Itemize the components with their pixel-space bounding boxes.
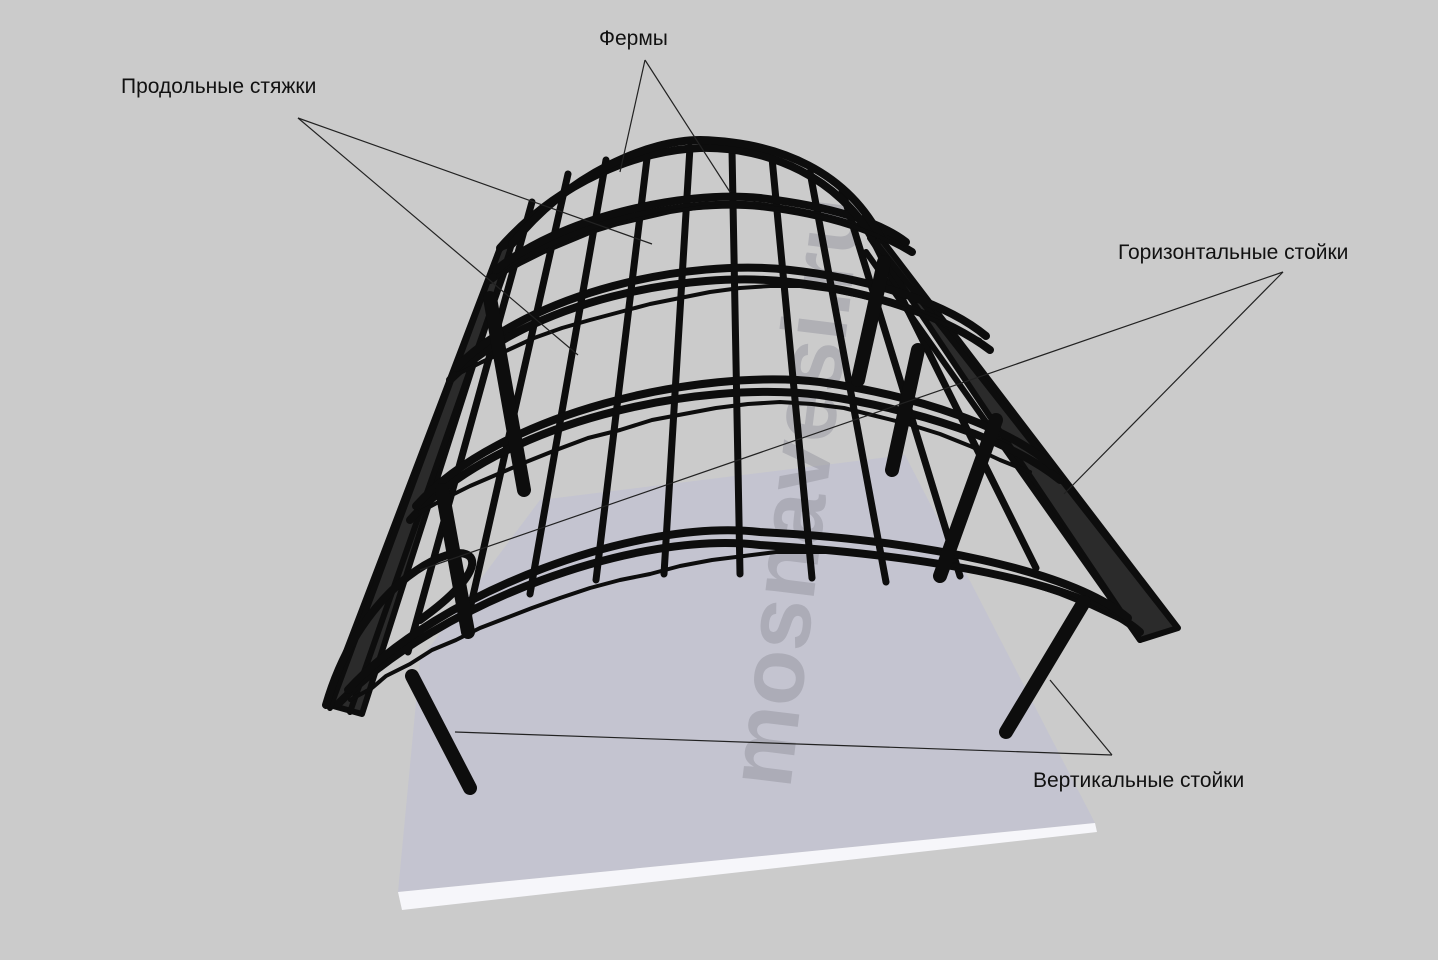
- vertical-posts: [405, 255, 1091, 795]
- leader-lines: [297, 59, 1284, 756]
- truss-bracing: [348, 204, 1122, 702]
- label-vertical-posts: Вертикальные стойки: [1033, 769, 1245, 792]
- canopy-structure: [322, 136, 1181, 795]
- label-longitudinal-ties: Продольные стяжки: [121, 75, 317, 98]
- label-trusses: Фермы: [599, 27, 668, 50]
- label-horizontal-posts: Горизонтальные стойки: [1118, 241, 1349, 264]
